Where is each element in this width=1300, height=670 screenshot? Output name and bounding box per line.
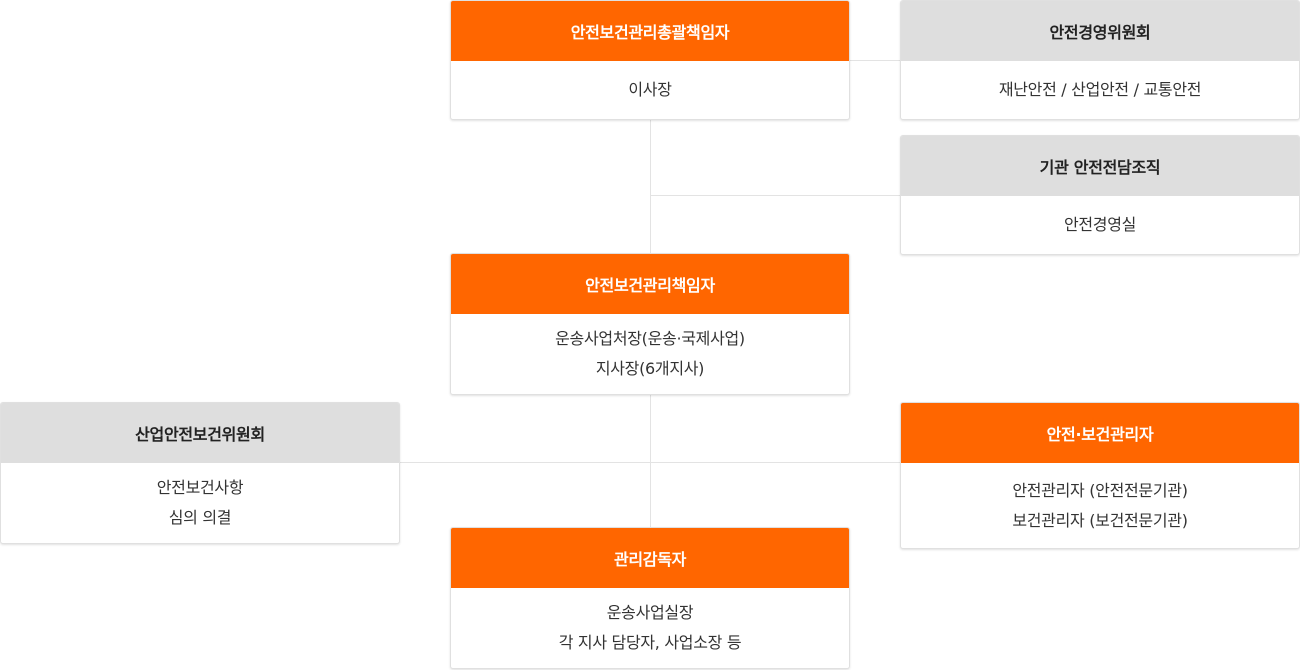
supervisor-line-2: 각 지사 담당자, 사업소장 등: [558, 633, 742, 652]
safety-health-manager-line-1: 안전관리자 (안전전문기관): [1012, 480, 1188, 500]
safety-officer-title: 안전보건관리책임자: [451, 254, 849, 314]
health-committee-body: 안전보건사항 심의 의결: [1, 463, 399, 543]
chief-officer-body: 이사장: [451, 61, 849, 119]
connector-chief-to-committee: [849, 60, 902, 61]
chief-officer-title: 안전보건관리총괄책임자: [451, 1, 849, 61]
chief-officer-node: 안전보건관리총괄책임자 이사장: [450, 0, 850, 120]
supervisor-line-1: 운송사업실장: [606, 603, 694, 622]
safety-committee-body: 재난안전 / 산업안전 / 교통안전: [901, 61, 1299, 119]
safety-health-manager-title: 안전·보건관리자: [901, 403, 1299, 463]
connector-trunk-to-org: [650, 195, 902, 196]
safety-org-line: 안전경영실: [1063, 215, 1137, 234]
safety-org-node: 기관 안전전담조직 안전경영실: [900, 135, 1300, 255]
safety-health-manager-body: 안전관리자 (안전전문기관) 보건관리자 (보건전문기관): [901, 463, 1299, 548]
chief-officer-line: 이사장: [628, 80, 672, 99]
connector-trunk-bottom: [650, 393, 651, 529]
safety-org-title: 기관 안전전담조직: [901, 136, 1299, 196]
safety-officer-line-2: 지사장(6개지사): [595, 359, 705, 378]
safety-officer-node: 안전보건관리책임자 운송사업처장(운송·국제사업) 지사장(6개지사): [450, 253, 850, 395]
safety-committee-line: 재난안전 / 산업안전 / 교통안전: [998, 80, 1202, 99]
connector-trunk-top: [650, 119, 651, 255]
safety-officer-body: 운송사업처장(운송·국제사업) 지사장(6개지사): [451, 314, 849, 394]
connector-horizontal-mid: [399, 462, 902, 463]
health-committee-line-1: 안전보건사항: [156, 478, 244, 497]
health-committee-title: 산업안전보건위원회: [1, 403, 399, 463]
supervisor-node: 관리감독자 운송사업실장 각 지사 담당자, 사업소장 등: [450, 527, 850, 669]
health-committee-line-2: 심의 의결: [168, 508, 232, 527]
safety-committee-node: 안전경영위원회 재난안전 / 산업안전 / 교통안전: [900, 0, 1300, 120]
safety-health-manager-line-2: 보건관리자 (보건전문기관): [1012, 510, 1188, 530]
supervisor-title: 관리감독자: [451, 528, 849, 588]
health-committee-node: 산업안전보건위원회 안전보건사항 심의 의결: [0, 402, 400, 544]
safety-committee-title: 안전경영위원회: [901, 1, 1299, 61]
safety-org-body: 안전경영실: [901, 196, 1299, 254]
safety-health-manager-node: 안전·보건관리자 안전관리자 (안전전문기관) 보건관리자 (보건전문기관): [900, 402, 1300, 549]
safety-officer-line-1: 운송사업처장(운송·국제사업): [555, 329, 745, 348]
supervisor-body: 운송사업실장 각 지사 담당자, 사업소장 등: [451, 588, 849, 668]
